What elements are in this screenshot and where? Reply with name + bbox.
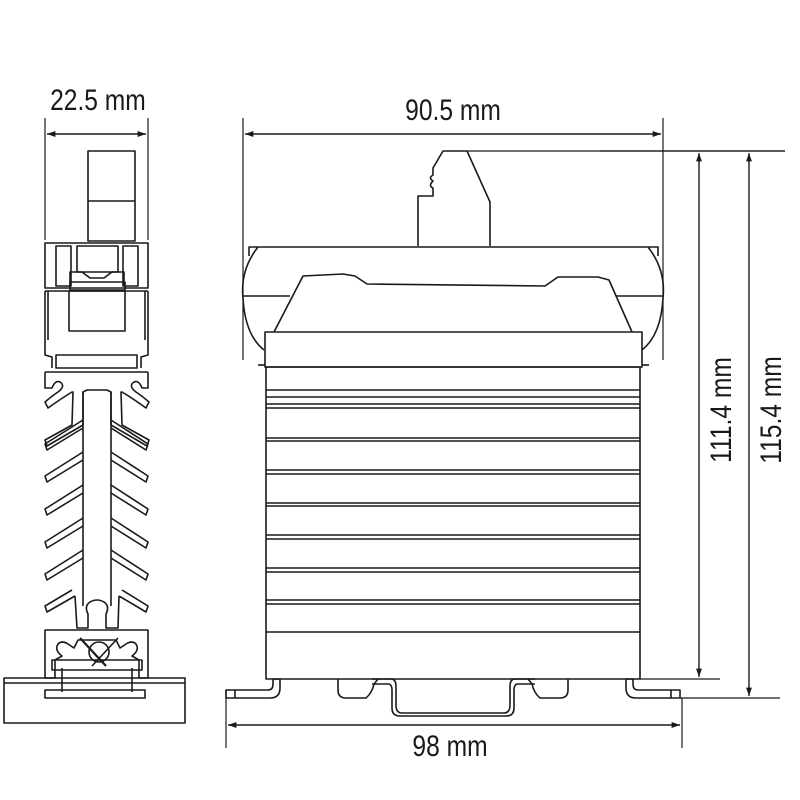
front-view [225, 118, 785, 748]
side-view [3, 118, 186, 724]
dimension-label-height-inner: 111.4 mm [705, 357, 738, 463]
dimension-label-side-width: 22.5 mm [50, 84, 146, 117]
dimension-label-base-width: 98 mm [412, 730, 488, 763]
dimension-label-front-width: 90.5 mm [405, 94, 501, 127]
dimension-label-height-outer: 115.4 mm [755, 356, 788, 464]
